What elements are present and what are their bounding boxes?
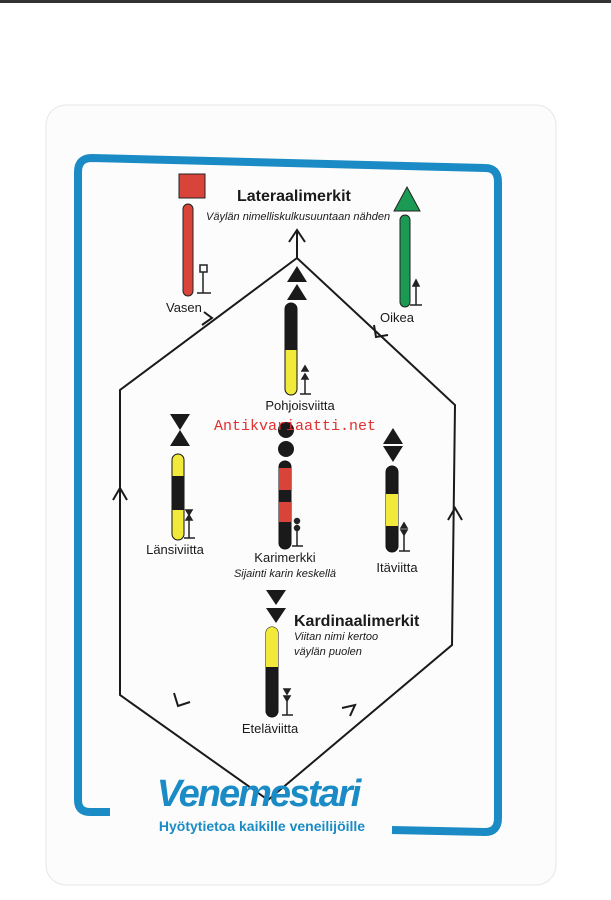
triangle-topmark-icon xyxy=(393,185,421,212)
brand-tagline: Hyötytietoa kaikille veneilijöille xyxy=(159,818,365,834)
south-topmark-icon xyxy=(266,590,286,623)
square-topmark-icon xyxy=(178,173,206,199)
lateral-left-mark: Vasen xyxy=(166,173,211,315)
brand-logo: Venemestari xyxy=(157,773,363,815)
south-label: Eteläviitta xyxy=(242,721,299,736)
east-symbol-icon xyxy=(399,521,410,552)
fairway-diagram xyxy=(112,228,463,802)
north-label: Pohjoisviitta xyxy=(265,398,335,413)
cardinal-title: Kardinaalimerkit xyxy=(294,613,420,630)
north-topmark-icon xyxy=(287,266,307,300)
two-balls-topmark-icon xyxy=(278,422,294,438)
lateral-right-label: Oikea xyxy=(380,310,415,325)
east-mark: Itäviitta xyxy=(376,428,418,575)
east-label: Itäviitta xyxy=(376,560,418,575)
isolated-subtitle: Sijainti karin keskellä xyxy=(234,568,336,580)
card xyxy=(45,104,557,886)
watermark: Antikvariaatti.net xyxy=(214,418,376,435)
red-spar xyxy=(182,203,194,297)
west-topmark-icon xyxy=(170,414,190,446)
west-mark: Länsiviitta xyxy=(146,414,205,557)
lateral-right-mark: Oikea xyxy=(380,185,422,325)
isolated-danger-mark: Karimerkki Sijainti karin keskellä xyxy=(234,422,336,580)
west-label: Länsiviitta xyxy=(146,542,205,557)
north-mark: Pohjoisviitta xyxy=(265,266,335,413)
green-spar xyxy=(399,214,411,308)
blue-border xyxy=(74,153,502,837)
cardinal-subtitle-1: Viitan nimi kertoo xyxy=(294,631,378,643)
isolated-label: Karimerkki xyxy=(254,550,316,565)
starboard-symbol-icon xyxy=(410,278,422,306)
west-symbol-icon xyxy=(184,509,195,539)
north-symbol-icon xyxy=(300,364,311,395)
lateral-left-label: Vasen xyxy=(166,300,202,315)
south-symbol-icon xyxy=(282,688,293,716)
south-mark: Eteläviitta xyxy=(242,590,299,736)
east-topmark-icon xyxy=(383,428,403,462)
lateral-title: Lateraalimerkit xyxy=(237,188,352,205)
port-symbol-icon xyxy=(197,264,211,294)
scan-edge xyxy=(0,0,611,3)
isolated-symbol-icon xyxy=(292,517,303,547)
lateral-subtitle: Väylän nimelliskulkusuuntaan nähden xyxy=(206,211,390,223)
cardinal-subtitle-2: väylän puolen xyxy=(294,646,362,658)
